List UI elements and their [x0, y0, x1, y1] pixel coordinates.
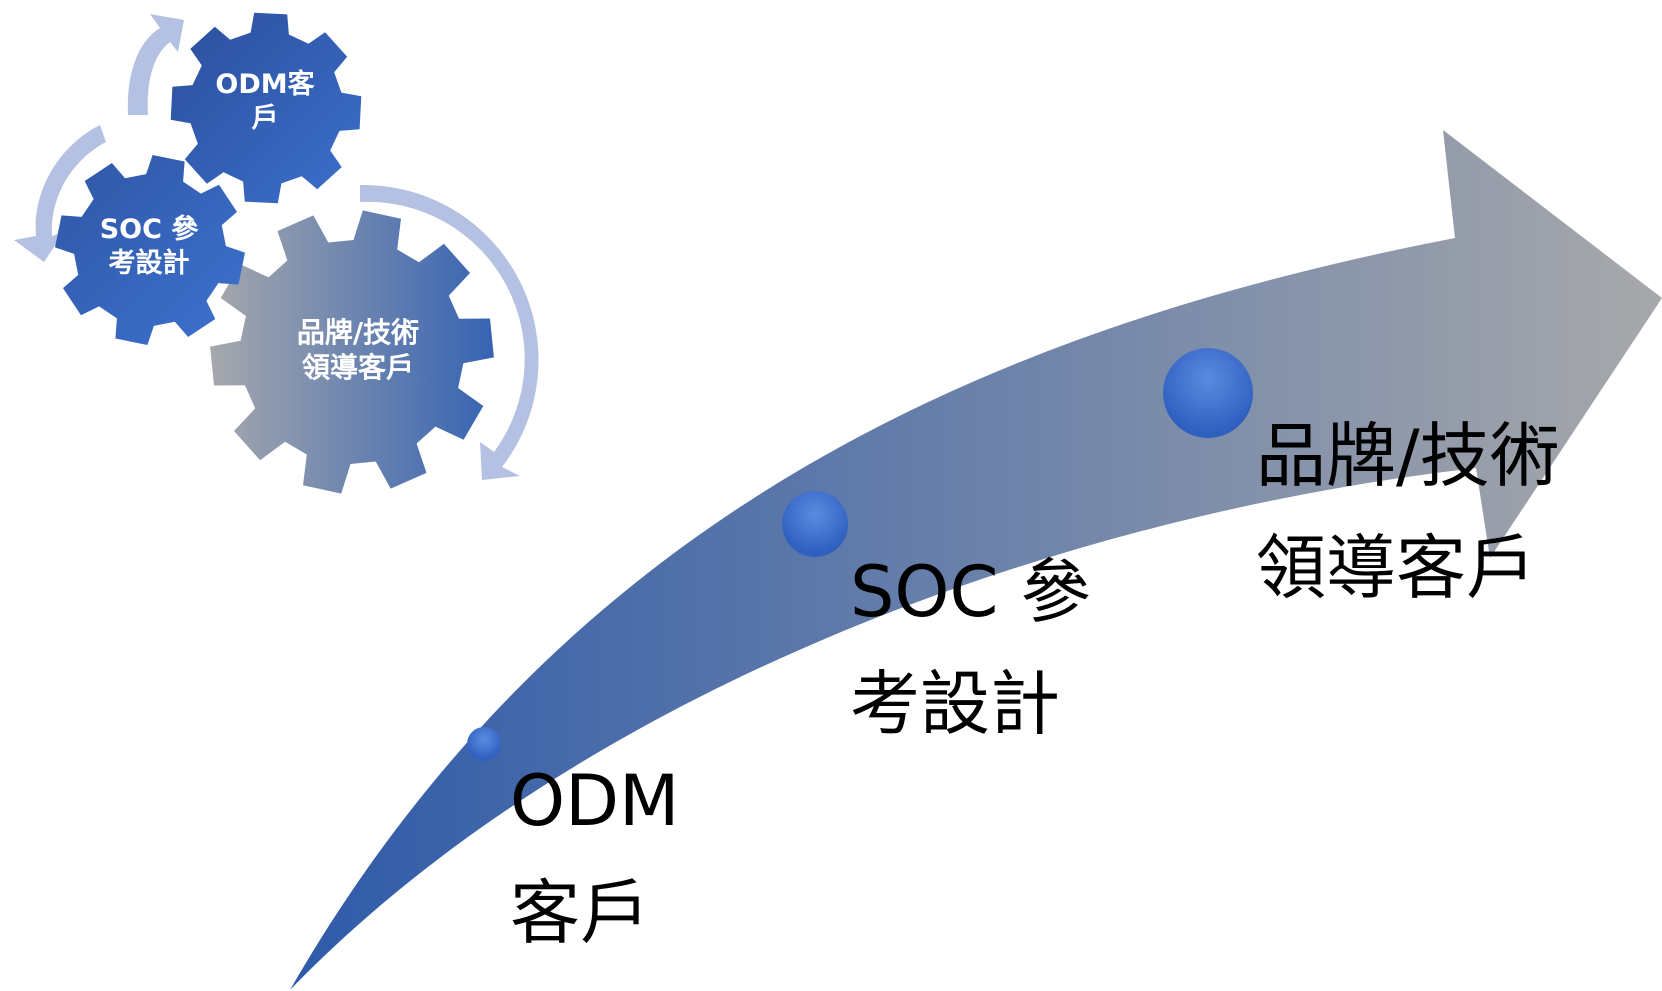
gear-odm	[170, 12, 362, 204]
gear-soc-line1: SOC 參	[99, 214, 199, 245]
stage-dot-odm	[467, 727, 501, 761]
gearOdm-shape	[170, 12, 362, 204]
gear-brand-label: 品牌/技術 領導客戶	[268, 315, 448, 385]
gear-brand	[210, 210, 494, 494]
stage-brand-line2: 領導客戶	[1256, 527, 1536, 609]
stage-dot-soc	[782, 491, 848, 557]
cycle-arrows	[14, 14, 539, 480]
gear-brand-line1: 品牌/技術	[296, 316, 420, 349]
gear-odm-line1: ODM客	[215, 69, 315, 100]
gear-brand-line2: 領導客戶	[301, 351, 414, 384]
gear-odm-label: ODM客 戶	[200, 68, 330, 136]
stage-odm-line1: ODM	[510, 760, 680, 842]
growth-arrow	[290, 130, 1662, 990]
stage-soc-line2: 考設計	[850, 663, 1060, 745]
stage-brand-line1: 品牌/技術	[1256, 415, 1560, 497]
cycle-arrow-right	[360, 184, 539, 480]
cycle-arrow-left	[14, 125, 106, 262]
stage-dot-brand	[1163, 348, 1253, 438]
stage-brand-label: 品牌/技術 領導客戶	[1256, 400, 1560, 624]
stage-soc-label: SOC 參 考設計	[850, 536, 1091, 760]
gear-soc-label: SOC 參 考設計	[84, 213, 214, 281]
gear-soc	[55, 155, 245, 345]
gearSoc-shape	[55, 155, 245, 345]
stage-soc-line1: SOC 參	[850, 551, 1091, 633]
gear-soc-line2: 考設計	[108, 247, 190, 279]
gearBrand-shape	[210, 210, 494, 494]
stage-odm-label: ODM 客戶	[510, 745, 679, 969]
cycle-arrow-top	[127, 14, 184, 115]
gear-odm-line2: 戶	[251, 102, 279, 134]
stage-odm-line2: 客戶	[510, 872, 650, 954]
